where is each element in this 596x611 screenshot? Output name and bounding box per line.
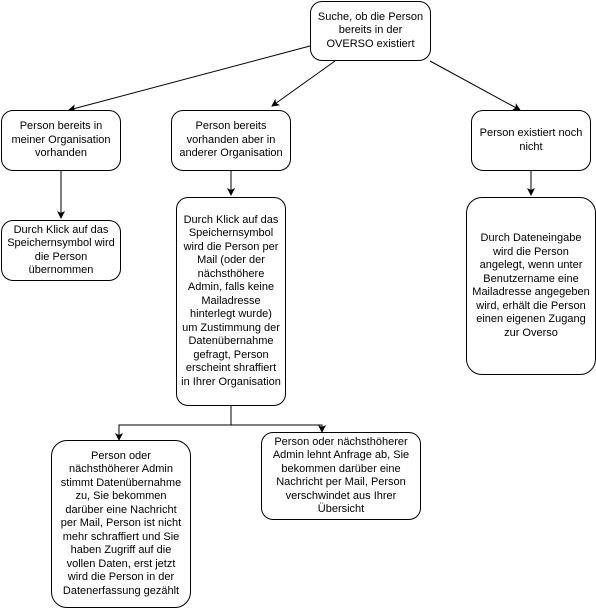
arrow-root-to-not-exists [429, 60, 521, 111]
arrow-action-to-consent-no [231, 424, 326, 433]
arrow-action-to-consent-yes [115, 406, 232, 441]
node-not-exists-action: Durch Dateneingabe wird die Person angel… [466, 197, 596, 375]
node-other-org: Person bereits vorhanden aber in anderer… [171, 110, 291, 171]
node-consent-yes: Person oder nächsthöherer Admin stimmt D… [51, 440, 191, 608]
node-same-org: Person bereits in meiner Organisation vo… [1, 110, 121, 171]
node-other-org-action: Durch Klick auf das Speichernsymbol wird… [176, 197, 286, 406]
node-same-org-action: Durch Klick auf das Speichernsymbol wird… [1, 220, 121, 281]
node-consent-no: Person oder nächsthöherer Admin lehnt An… [261, 432, 421, 520]
node-not-exists: Person existiert noch nicht [471, 110, 591, 171]
arrow-root-to-other-org [271, 60, 336, 107]
node-root: Suche, ob die Person bereits in der OVER… [310, 1, 431, 61]
arrow-root-to-same-org [68, 45, 311, 113]
